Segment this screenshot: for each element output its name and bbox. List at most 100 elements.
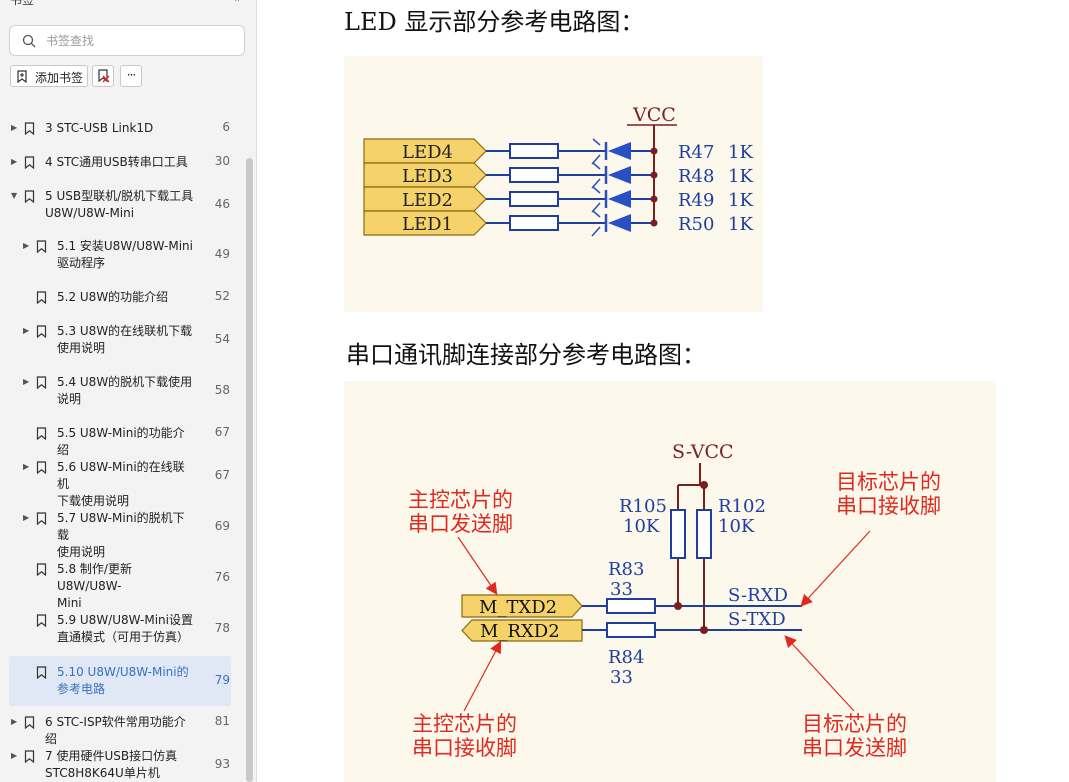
led-net-text: LED3 [402,166,453,187]
led-diode-icon [608,214,631,232]
bookmark-label: 5.4 U8W的脱机下载使用说明 [57,374,195,408]
bookmark-icon [24,750,35,763]
bookmark-label-line2: Mini [57,596,82,610]
bookmark-icon [36,325,47,338]
bookmark-label-line2: 使用说明 [57,545,106,559]
bookmark-icon [36,291,47,304]
led-diode-icon [608,166,631,184]
bookmark-label: 5.6 U8W-Mini的在线联机下载使用说明 [57,459,195,510]
search-icon [22,34,36,48]
led-net-label [363,162,487,188]
expand-toggle-icon[interactable]: ▼ [11,191,18,200]
expand-toggle-icon[interactable]: ▶ [23,326,30,335]
master-tx-annotation-line2: 串口发送脚 [408,512,513,536]
led-resistor-ref: R49 [678,190,714,211]
bookmark-page-number: 49 [214,247,230,261]
expand-toggle-icon[interactable]: ▶ [11,123,18,132]
bookmark-label-line2: U8W/U8W-Mini [45,206,135,220]
led-net-label [363,138,487,164]
led-resistor [509,215,559,231]
led-net-label [363,186,487,212]
expand-toggle-icon[interactable]: ▶ [23,513,30,522]
bookmark-label: 5.2 U8W的功能介绍 [57,289,195,306]
bookmark-label: 5.5 U8W-Mini的功能介绍 [57,425,195,459]
m-rxd-net-label [461,619,583,642]
bookmark-label-line2: 使用说明 [57,341,106,355]
r102-value: 10K [718,516,755,537]
bookmark-page-number: 6 [222,120,230,134]
bookmark-label: 5.8 制作/更新U8W/U8W-Mini [57,561,195,612]
bookmark-label-line1: 5 USB型联机/脱机下载工具 [45,189,194,203]
sidebar-scrollbar[interactable] [246,158,253,782]
expand-toggle-icon[interactable]: ▶ [23,462,30,471]
bookmark-item[interactable]: 5.9 U8W/U8W-Mini设置直通模式（可用于仿真）78 [0,612,245,662]
bookmark-page-number: 93 [214,757,230,771]
bookmark-icon [36,563,47,576]
bookmark-label-line1: 4 STC通用USB转串口工具 [45,155,188,169]
expand-toggle-icon[interactable]: ▶ [11,717,18,726]
led-section-heading: LED 显示部分参考电路图： [344,8,645,36]
bookmark-label: 5 USB型联机/脱机下载工具 U8W/U8W-Mini [45,188,195,222]
bookmark-label-line1: 5.10 U8W/U8W-Mini的 [57,665,189,679]
expand-toggle-icon[interactable]: ▶ [23,377,30,386]
collapse-sidebar-icon[interactable]: « [233,0,240,5]
led-resistor [509,191,559,207]
master-rx-annotation-line2: 串口接收脚 [412,736,517,760]
bookmark-icon [36,512,47,525]
bookmark-item[interactable]: 5.8 制作/更新U8W/U8W-Mini 76 [0,561,245,611]
delete-bookmark-button[interactable] [92,65,114,87]
bookmark-search-input[interactable] [46,31,236,51]
bookmark-page-number: 76 [214,570,230,584]
bookmark-icon [36,376,47,389]
bookmark-label: 5.10 U8W/U8W-Mini的参考电路 [57,664,195,698]
bookmark-label-line1: 5.5 U8W-Mini的功能介绍 [57,426,185,457]
bookmark-icon [36,461,47,474]
bookmark-label-line1: 5.9 U8W/U8W-Mini设置 [57,613,193,627]
bookmark-icon [24,190,35,203]
expand-toggle-icon[interactable]: ▶ [11,157,18,166]
bookmark-page-number: 46 [214,197,230,211]
bookmark-icon [36,240,47,253]
r105-resistor [670,509,686,559]
bookmark-label: 5.9 U8W/U8W-Mini设置直通模式（可用于仿真） [57,612,195,646]
m-txd-net-label [461,594,583,618]
bookmark-label-line1: 5.7 U8W-Mini的脱机下载 [57,511,185,542]
bookmark-label-line1: 5.4 U8W的脱机下载使用 [57,375,193,389]
bookmark-search-box[interactable] [9,25,245,56]
bookmark-icon [36,666,47,679]
led-resistor-ref: R48 [678,166,714,187]
add-bookmark-label: 添加书签 [35,71,84,85]
m-rxd-text: M_RXD2 [480,621,560,642]
bookmark-item[interactable]: ▼ 5 USB型联机/脱机下载工具 U8W/U8W-Mini 46 [0,188,245,238]
expand-toggle-icon[interactable]: ▶ [11,751,18,760]
bookmark-item[interactable]: ▶ 5.6 U8W-Mini的在线联机下载使用说明 67 [0,459,245,509]
led-net-text: LED2 [402,190,453,211]
more-options-button[interactable]: ··· [120,65,142,87]
uart-circuit-figure: S-VCC R105 10K R102 10K M_TXD2 M_RXD2 [344,381,996,782]
add-bookmark-button[interactable]: 添加书签 [10,65,88,87]
target-rx-annotation-line1: 目标芯片的 [836,470,941,494]
led-diode-icon [608,142,631,160]
bookmark-label-line2: 驱动程序 [57,256,106,270]
r84-label: R84 [608,647,644,668]
bookmark-label-line1: 7 使用硬件USB接口仿真 [45,749,178,763]
led-resistor-value: 1K [728,214,753,235]
bookmark-page-number: 54 [214,332,230,346]
expand-toggle-icon[interactable]: ▶ [23,241,30,250]
led-resistor-value: 1K [728,142,753,163]
bookmark-page-number: 67 [214,468,230,482]
